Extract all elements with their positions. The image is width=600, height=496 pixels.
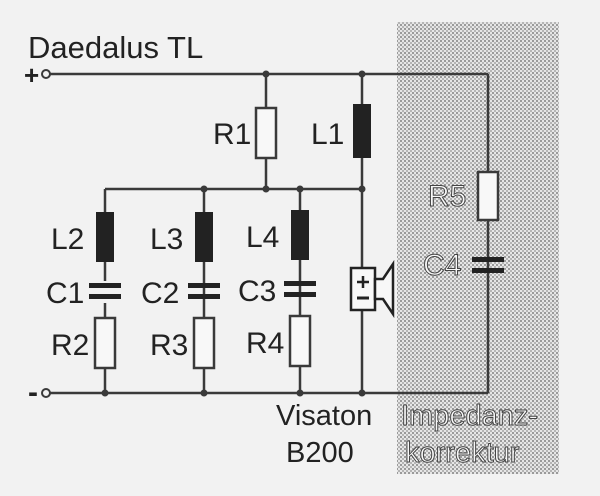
diagram-title: Daedalus TL bbox=[28, 30, 203, 65]
label-c2: C2 bbox=[141, 277, 179, 310]
resistor-r4 bbox=[288, 314, 312, 368]
label-l4: L4 bbox=[246, 221, 279, 254]
resistor-r1 bbox=[254, 106, 278, 160]
capacitor-c3 bbox=[284, 281, 316, 297]
speaker-label-line2: B200 bbox=[286, 437, 354, 469]
label-l1: L1 bbox=[311, 118, 344, 151]
label-l2: L2 bbox=[51, 223, 84, 256]
label-r1: R1 bbox=[213, 118, 251, 151]
minus-terminal bbox=[41, 388, 51, 398]
plus-terminal-label: + bbox=[24, 60, 39, 90]
label-r3: R3 bbox=[150, 329, 188, 362]
inductor-l2 bbox=[96, 212, 114, 262]
capacitor-c4 bbox=[472, 257, 504, 273]
plus-terminal bbox=[41, 69, 51, 79]
junctions bbox=[101, 70, 366, 397]
resistor-r3 bbox=[192, 316, 216, 370]
section-label-line1: Impedanz- bbox=[401, 400, 538, 432]
inductor-l1 bbox=[353, 104, 371, 158]
label-c4: C4 bbox=[423, 249, 461, 282]
label-c3: C3 bbox=[238, 275, 276, 308]
speaker-label-line1: Visaton bbox=[276, 400, 372, 432]
label-l3: L3 bbox=[150, 223, 183, 256]
section-label-line2: korrektur bbox=[405, 437, 520, 469]
speaker-icon bbox=[349, 259, 395, 319]
inductor-l3 bbox=[195, 212, 213, 262]
resistor-r2 bbox=[93, 316, 117, 370]
capacitor-c1 bbox=[89, 281, 121, 303]
capacitor-c2 bbox=[188, 283, 220, 299]
minus-terminal-label: - bbox=[28, 376, 38, 409]
label-r5: R5 bbox=[428, 180, 466, 213]
label-c1: C1 bbox=[46, 277, 84, 310]
inductor-l4 bbox=[291, 210, 309, 260]
resistor-r5 bbox=[476, 170, 500, 222]
impedance-correction-region bbox=[397, 22, 559, 474]
label-r4: R4 bbox=[246, 327, 284, 360]
label-r2: R2 bbox=[51, 329, 89, 362]
terminals: + - bbox=[24, 60, 51, 409]
